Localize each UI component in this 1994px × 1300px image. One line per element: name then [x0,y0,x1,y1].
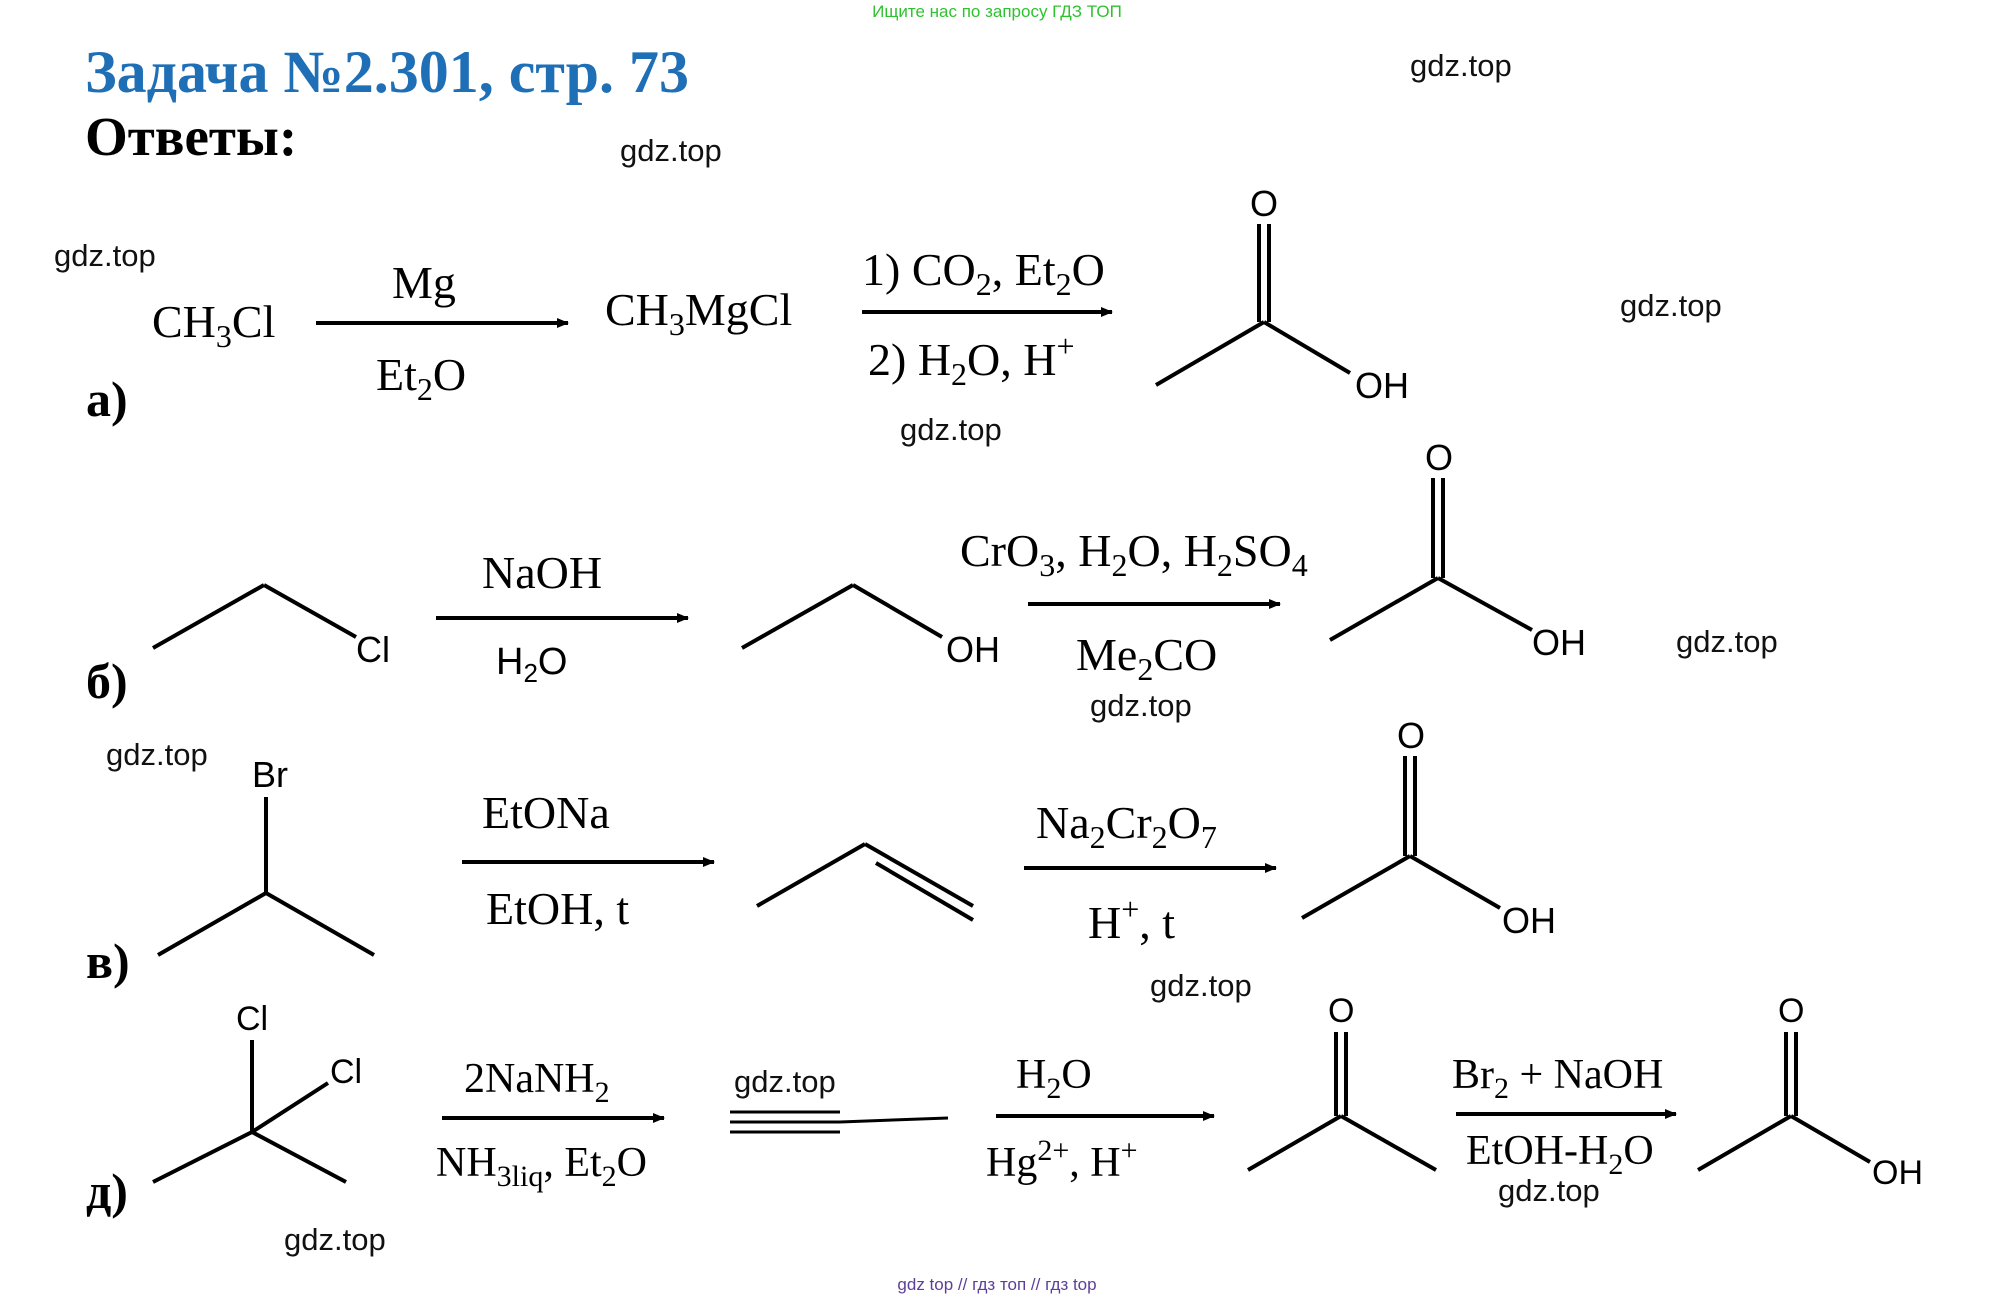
acetone-structure: O [1246,992,1437,1172]
hydroxyl-group: OH [1872,1154,1923,1192]
watermark: gdz.top [900,412,1002,447]
arrow-b1-solvent: H2O [496,641,567,688]
arrow-d3-reagents: Br2 + NaOH [1452,1052,1663,1105]
arrow-d1-solvent: NH3liq, Et2O [436,1140,647,1193]
dichloropropane-structure: Cl Cl [152,1000,362,1184]
grignard-formula: CH3MgCl [605,284,792,342]
chloromethane-formula: CH3Cl [152,296,275,354]
watermark: gdz.top [734,1064,836,1099]
chloroethane-structure: Cl [152,583,390,670]
carbonyl-oxygen: O [1397,715,1425,756]
hydroxyl-group: OH [1355,365,1409,406]
propyne-structure [730,1110,949,1134]
chlorine-atom: Cl [356,629,390,670]
reaction-label-b: б) [86,653,128,709]
page-title: Задача №2.301, стр. 73 [85,39,689,105]
arrow-c1-reagent: EtONa [482,787,610,838]
arrow-b1-reagent: NaOH [482,547,602,598]
arrow-d1-reagent: 2NaNH2 [464,1056,610,1109]
answers-heading: Ответы: [85,106,298,167]
propene-structure [756,842,975,922]
bromopropane-structure: Br [157,754,375,957]
top-ad-link[interactable]: Ищите нас по запросу ГДЗ ТОП [872,2,1122,21]
arrow-d2-reagent: H2O [1016,1052,1092,1105]
arrow-a1-solvent: Et2O [376,349,466,407]
carbonyl-oxygen: O [1328,992,1354,1030]
arrow-d3-solvent: EtOH-H2O [1466,1128,1654,1181]
arrow-a1-reagent: Mg [392,257,456,308]
chlorine-atom-top: Cl [236,1000,268,1038]
watermark: gdz.top [1498,1173,1600,1208]
watermark: gdz.top [1150,968,1252,1003]
watermark: gdz.top [620,133,722,168]
arrow-b2-solvent: Me2CO [1076,629,1217,687]
carbonyl-oxygen: O [1250,183,1278,224]
arrow-b2-reagents: CrO3, H2O, H2SO4 [960,525,1308,583]
reaction-label-d: д) [86,1163,128,1219]
watermark: gdz.top [1620,288,1722,323]
acetic-acid-a: O OH [1154,183,1409,406]
hydroxyl-group: OH [946,629,1000,670]
arrow-c1-conditions: EtOH, t [486,883,629,934]
hydroxyl-group: OH [1502,900,1556,941]
watermark: gdz.top [1090,688,1192,723]
watermark: gdz.top [284,1222,386,1257]
acetic-acid-d: O OH [1696,992,1923,1192]
acetic-acid-c: O OH [1301,715,1556,941]
arrow-c2-reagent: Na2Cr2O7 [1036,797,1217,855]
watermark: gdz.top [54,238,156,273]
watermark: gdz.top [106,737,208,772]
reaction-label-a: а) [86,371,128,427]
acetic-acid-b: O OH [1329,437,1586,663]
chlorine-atom-right: Cl [330,1053,362,1091]
arrow-c2-conditions: H+, t [1088,891,1175,948]
arrow-a2-step2: 2) H2O, H+ [868,328,1075,392]
carbonyl-oxygen: O [1425,437,1453,478]
hydroxyl-group: OH [1532,622,1586,663]
carbonyl-oxygen: O [1778,992,1804,1030]
reaction-label-c: в) [86,933,130,989]
watermark: gdz.top [1410,48,1512,83]
watermark: gdz.top [1676,624,1778,659]
arrow-a2-step1: 1) CO2, Et2O [862,244,1105,302]
bromine-atom: Br [252,754,288,795]
ethanol-structure: OH [741,583,1000,670]
footer-links[interactable]: gdz top // гдз топ // гдз top [897,1275,1097,1294]
arrow-d2-catalyst: Hg2+, H+ [986,1134,1138,1186]
